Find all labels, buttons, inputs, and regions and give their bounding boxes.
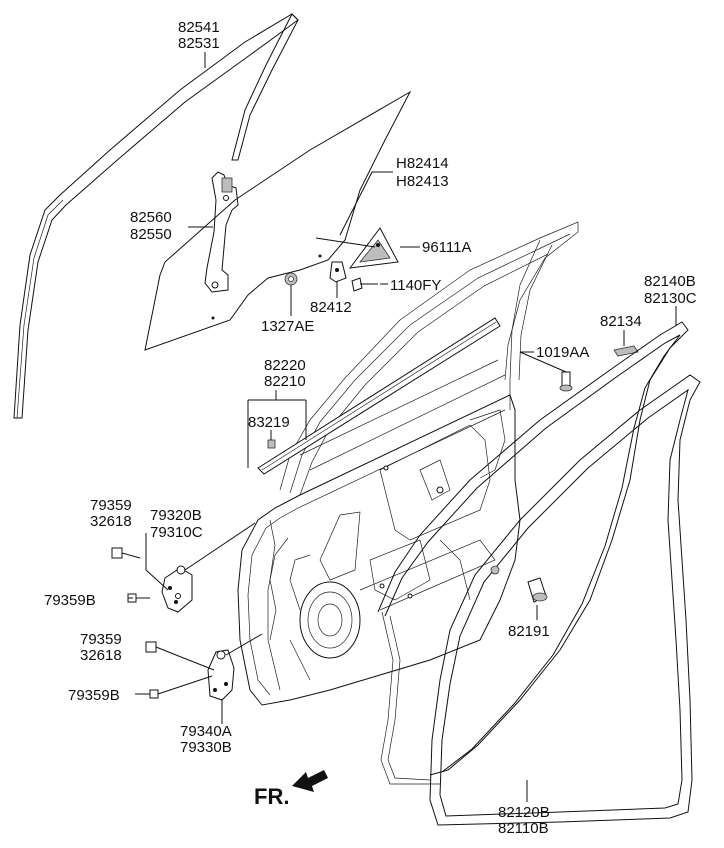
lower-hinge-bolt-b-part xyxy=(149,689,159,699)
label-door-seal-inner-2: 82110B xyxy=(498,820,549,837)
label-regulator-2: 82550 xyxy=(130,226,172,243)
door-frame-part xyxy=(279,221,579,496)
label-door-seal-outer-1: 82140B xyxy=(644,273,696,290)
label-door-seal-outer-2: 82130C xyxy=(644,290,697,307)
weatherstrip-83219-part xyxy=(267,439,276,449)
front-direction-marker: FR. xyxy=(254,770,328,809)
clip-82412-part xyxy=(318,254,347,283)
label-run-channel-1: 82541 xyxy=(178,19,220,36)
belt-molding-part xyxy=(257,317,501,475)
label-belt-molding-1: 82220 xyxy=(264,357,306,374)
label-weatherstrip-83219: 83219 xyxy=(248,414,290,431)
label-upper-hinge-bolts-1: 79359 xyxy=(90,497,132,514)
label-clip-82412: 82412 xyxy=(310,299,352,316)
label-grommet-1327: 1327AE xyxy=(261,318,314,335)
lower-hinge-part xyxy=(207,649,235,701)
label-belt-molding-2: 82210 xyxy=(264,373,306,390)
label-glass-2: H82413 xyxy=(396,173,449,190)
front-arrow-icon xyxy=(292,770,328,792)
label-regulator-1: 82560 xyxy=(130,209,172,226)
label-screw-1019: 1019AA xyxy=(536,344,589,361)
label-upper-hinge-bolts-2: 32618 xyxy=(90,513,132,530)
label-pad-82134: 82134 xyxy=(600,313,642,330)
grommet-1327ae-part xyxy=(284,272,298,286)
door-glass-part xyxy=(144,90,412,351)
label-door-seal-inner-1: 82120B xyxy=(498,804,550,821)
label-upper-hinge-2: 79310C xyxy=(150,524,203,541)
label-upper-hinge-bolt-b: 79359B xyxy=(44,592,96,609)
label-bolt-1140: 1140FY xyxy=(390,277,441,294)
label-lower-hinge-bolts-2: 32618 xyxy=(80,647,122,664)
label-lower-hinge-bolt-b: 79359B xyxy=(68,687,120,704)
front-marker-text: FR. xyxy=(254,784,289,809)
bumper-82191-part xyxy=(490,565,548,603)
door-inner-panel-part xyxy=(237,394,521,706)
door-seal-inner-part xyxy=(429,374,701,826)
label-run-channel-2: 82531 xyxy=(178,35,220,52)
screw-1019aa-part xyxy=(559,371,573,392)
run-channel-part xyxy=(13,13,299,419)
label-lower-hinge-2: 79330B xyxy=(180,739,232,756)
upper-hinge-part xyxy=(161,565,193,613)
label-glass-1: H82414 xyxy=(396,155,449,172)
label-lower-hinge-1: 79340A xyxy=(180,723,232,740)
pad-82134-part xyxy=(613,345,639,357)
lower-hinge-bolt-part xyxy=(145,641,177,656)
upper-hinge-bolt-part xyxy=(111,547,141,559)
bolt-1140fy-part xyxy=(351,277,378,292)
label-upper-hinge-1: 79320B xyxy=(150,507,202,524)
leader-lines xyxy=(128,52,677,802)
regulator-rail-part xyxy=(204,171,239,293)
label-bumper-82191: 82191 xyxy=(508,623,550,640)
door-seal-outer-part xyxy=(377,321,689,785)
mirror-cover-part xyxy=(348,227,399,269)
label-lower-hinge-bolts-1: 79359 xyxy=(80,631,122,648)
label-mirror-cover: 96111A xyxy=(422,239,472,256)
